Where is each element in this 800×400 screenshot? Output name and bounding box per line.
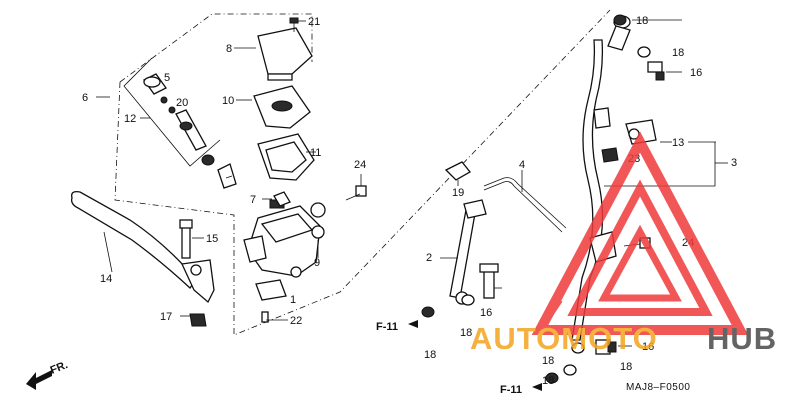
label-9: 9 bbox=[314, 257, 320, 269]
ref-f11-bottom-label: F-11 bbox=[500, 384, 522, 396]
oil-bolt-middle bbox=[479, 263, 502, 299]
hose-clamp bbox=[444, 161, 471, 186]
label-18-g: 18 bbox=[620, 361, 632, 373]
label-2: 2 bbox=[426, 252, 432, 264]
ref-arrow-icon bbox=[408, 320, 418, 328]
label-16-middle: 16 bbox=[480, 307, 492, 319]
piston-kit-bracket bbox=[123, 57, 221, 167]
label-7: 7 bbox=[250, 194, 256, 206]
diaphragm bbox=[257, 133, 316, 181]
oil-bolt-upper bbox=[647, 61, 682, 81]
label-10: 10 bbox=[222, 95, 234, 107]
label-14: 14 bbox=[100, 273, 112, 285]
watermark-logo: AUTOMOTO HUB bbox=[470, 131, 777, 356]
label-18-c: 18 bbox=[424, 349, 436, 361]
label-3: 3 bbox=[731, 157, 737, 169]
reservoir-cap bbox=[234, 27, 313, 81]
brake-lever bbox=[70, 190, 215, 304]
mc-bolt bbox=[345, 174, 367, 201]
ref-arrow-icon bbox=[532, 383, 542, 391]
watermark-text-secondary: HUB bbox=[707, 321, 777, 356]
watermark-text-primary: AUTOMOTO bbox=[470, 321, 658, 356]
boot bbox=[262, 191, 291, 207]
sealing-washers bbox=[421, 14, 651, 384]
label-18-a: 18 bbox=[636, 15, 648, 27]
label-16-lower: 16 bbox=[642, 341, 654, 353]
ref-f11-bottom: F-11 bbox=[500, 383, 542, 396]
front-direction-indicator: FR. bbox=[26, 359, 70, 390]
label-5: 5 bbox=[164, 72, 170, 84]
label-16-upper: 16 bbox=[690, 67, 702, 79]
label-15: 15 bbox=[206, 233, 218, 245]
piston-kit bbox=[143, 73, 237, 189]
pivot-bolt bbox=[179, 219, 204, 259]
label-4: 4 bbox=[519, 159, 525, 171]
label-24-mc: 24 bbox=[354, 159, 366, 171]
ref-f11-left-label: F-11 bbox=[376, 321, 398, 333]
brake-hose-upper bbox=[440, 199, 487, 305]
label-18-b: 18 bbox=[672, 47, 684, 59]
pivot-nut bbox=[180, 313, 207, 327]
cap-screw bbox=[289, 17, 306, 32]
label-21: 21 bbox=[308, 16, 320, 28]
label-13: 13 bbox=[672, 137, 684, 149]
oil-bolt-lower bbox=[595, 339, 632, 355]
front-arrow-icon bbox=[26, 370, 52, 390]
label-17: 17 bbox=[160, 311, 172, 323]
label-19: 19 bbox=[452, 187, 464, 199]
reservoir-plate bbox=[236, 85, 311, 129]
front-stop-switch bbox=[255, 279, 287, 323]
diagram-code: MAJ8–F0500 bbox=[626, 382, 690, 393]
label-1: 1 bbox=[290, 294, 296, 306]
brake-pipe bbox=[483, 170, 567, 233]
front-label: FR. bbox=[49, 359, 70, 377]
label-18-e: 18 bbox=[542, 355, 554, 367]
ref-f11-left: F-11 bbox=[376, 320, 418, 333]
label-6: 6 bbox=[82, 92, 88, 104]
label-20: 20 bbox=[176, 97, 188, 109]
master-cylinder-body bbox=[243, 199, 326, 278]
label-12: 12 bbox=[124, 113, 136, 125]
label-22: 22 bbox=[290, 315, 302, 327]
label-8: 8 bbox=[226, 43, 232, 55]
triangle-logo-icon bbox=[531, 131, 749, 335]
leader-lines bbox=[96, 19, 716, 321]
label-11: 11 bbox=[310, 147, 321, 159]
label-18-d: 18 bbox=[460, 327, 472, 339]
master-cylinder-frame bbox=[114, 9, 611, 336]
label-18-f: 18 bbox=[542, 375, 554, 387]
